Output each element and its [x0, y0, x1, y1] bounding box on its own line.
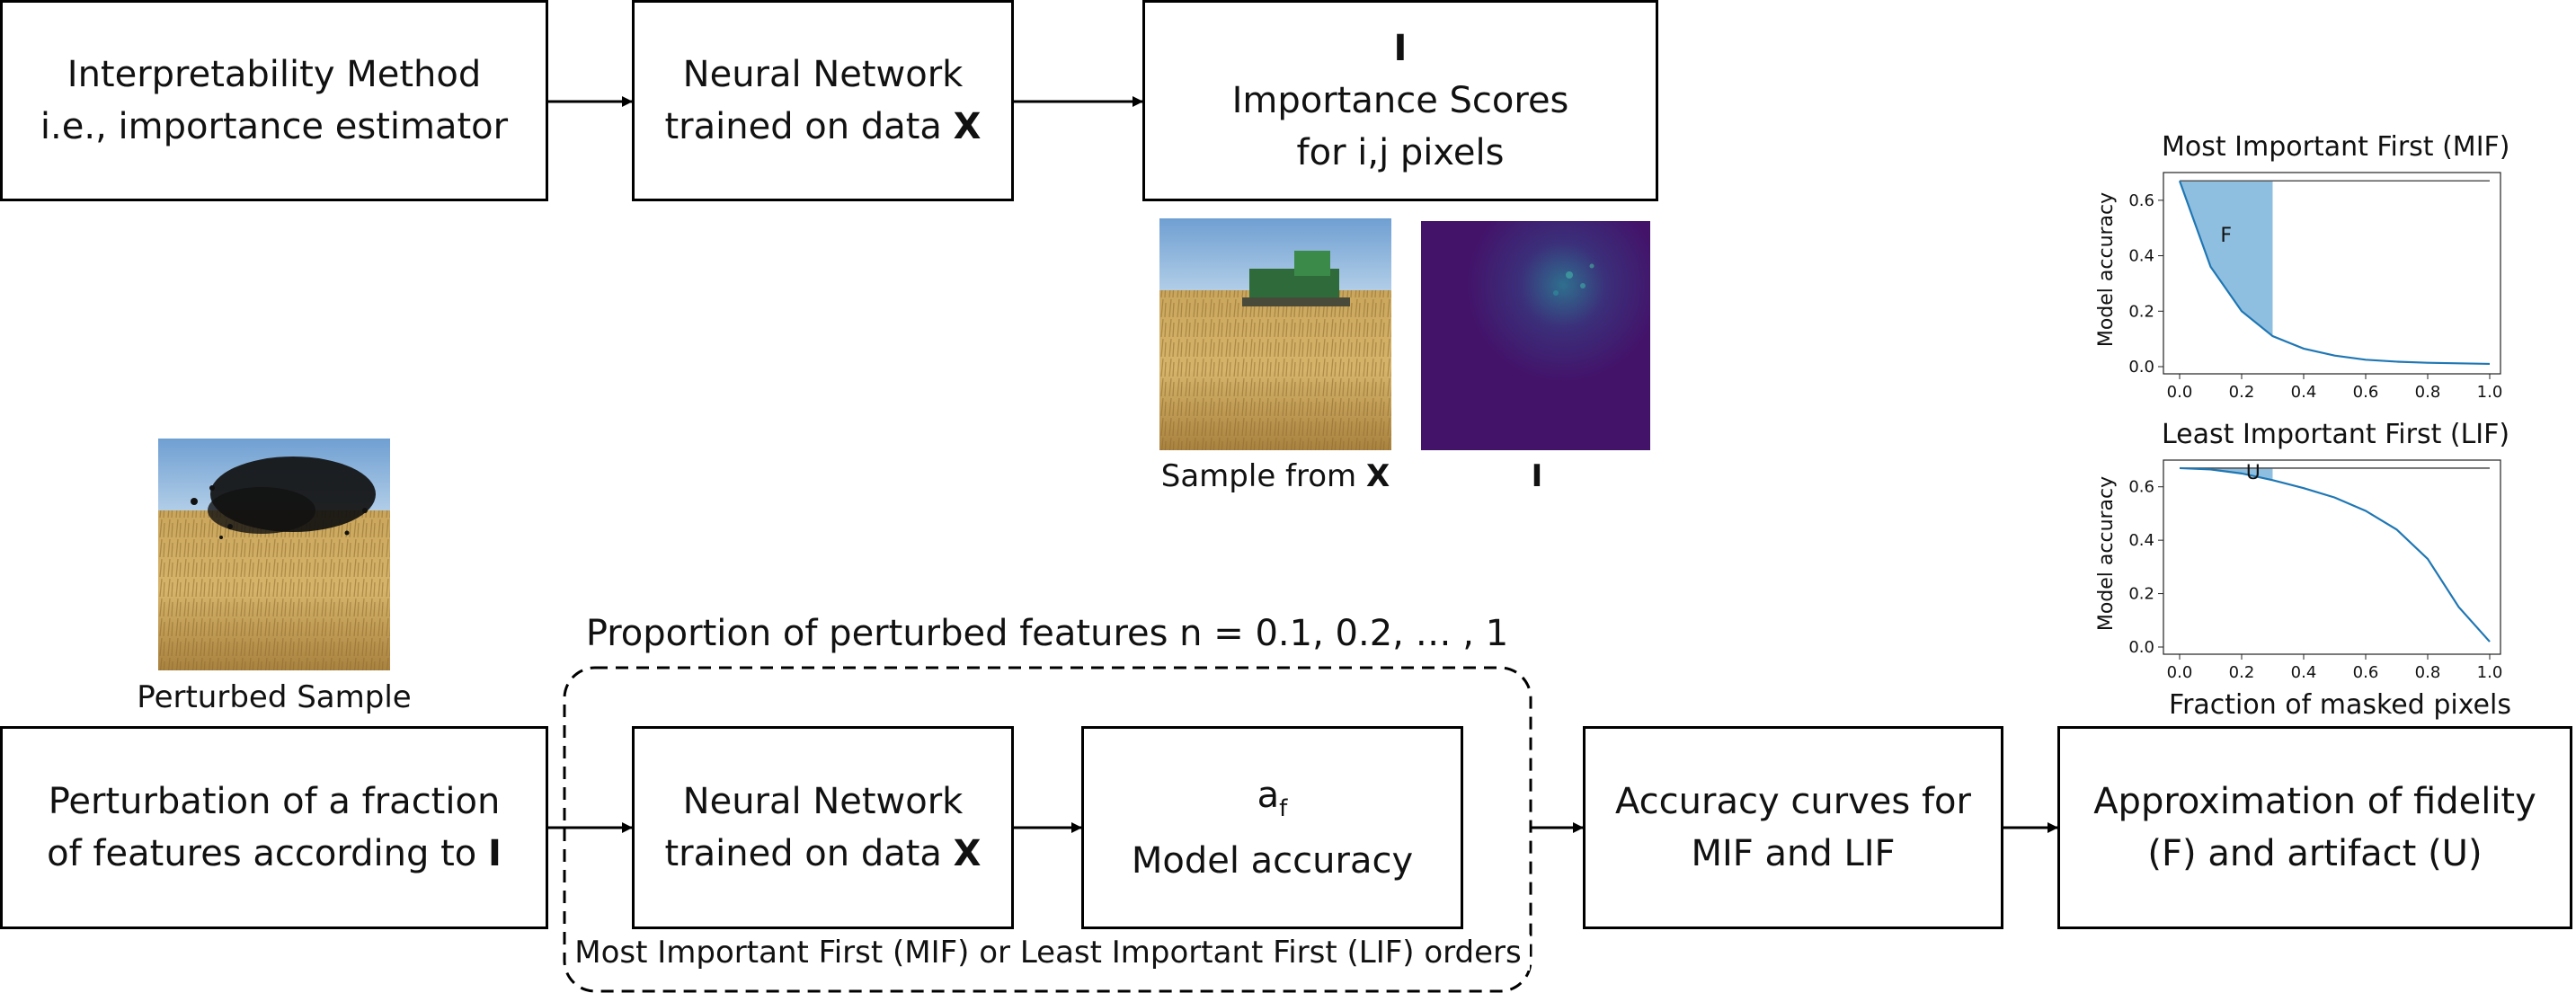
y-tick-label: 0.4: [2128, 247, 2154, 266]
neural-network-top-box: Neural Network trained on data X: [632, 0, 1014, 201]
perturbed-wheat-illustration: [158, 439, 390, 670]
box-text: trained on data: [664, 106, 954, 147]
accuracy-symbol: af: [1257, 774, 1288, 822]
fidelity-box: Approximation of fidelity (F) and artifa…: [2057, 726, 2572, 929]
mif-chart: F 0.0 0.2 0.4 0.6 0.8 1.0 0.0 0.2 0.4 0.6 Model acc…: [2095, 172, 2502, 402]
caption-text: Sample from: [1160, 458, 1366, 494]
wheat-field-illustration: [1159, 218, 1391, 450]
perturbed-sample-caption: Perturbed Sample: [137, 679, 412, 715]
box-line: MIF and LIF: [1691, 833, 1896, 874]
accuracy-curve: [2178, 180, 2491, 366]
lif-chart-title: Least Important First (LIF): [2162, 419, 2510, 450]
box-line: Accuracy curves for: [1615, 781, 1971, 822]
x-tick-label: 0.2: [2229, 663, 2255, 682]
y-tick-label: 0.4: [2128, 531, 2154, 550]
perturbation-box: Perturbation of a fraction of features a…: [0, 726, 548, 929]
accuracy-curve: [2179, 466, 2491, 643]
box-text: trained on data: [664, 833, 954, 874]
x-tick-label: 0.2: [2229, 383, 2255, 402]
box-line: Interpretability Method: [67, 54, 482, 95]
sample-image: [1159, 218, 1391, 450]
model-accuracy-box: af Model accuracy: [1081, 726, 1463, 929]
lif-chart-xlabel: Fraction of masked pixels: [2169, 689, 2511, 721]
importance-heatmap-illustration: [1421, 221, 1650, 450]
interpretability-method-box: Interpretability Method i.e., importance…: [0, 0, 548, 201]
box-line: (F) and artifact (U): [2147, 833, 2483, 874]
box-line: Neural Network: [682, 54, 964, 95]
data-symbol: X: [953, 833, 982, 874]
box-line: Model accuracy: [1131, 839, 1414, 882]
loop-order-label: Most Important First (MIF) or Least Impo…: [566, 935, 1530, 971]
importance-scores-box: I Importance Scores for i,j pixels: [1142, 0, 1658, 201]
x-tick-label: 0.8: [2415, 663, 2441, 682]
y-tick-label: 0.2: [2128, 585, 2154, 604]
y-tick-label: 0.6: [2128, 191, 2154, 210]
box-line: trained on data X: [664, 828, 981, 880]
shaded-region: [2180, 467, 2273, 481]
importance-map-image: [1421, 221, 1650, 450]
importance-symbol: I: [1531, 458, 1543, 494]
box-line: for i,j pixels: [1296, 132, 1505, 173]
y-tick-label: 0.2: [2128, 302, 2154, 321]
x-tick-label: 0.8: [2415, 383, 2441, 402]
x-tick-label: 0.4: [2291, 383, 2317, 402]
loop-boundary: [563, 666, 1532, 993]
box-line: trained on data X: [664, 101, 981, 153]
importance-symbol: I: [1393, 28, 1408, 69]
y-tick-label: 0.6: [2128, 478, 2154, 497]
y-axis-label: Model accuracy: [2095, 476, 2118, 631]
data-symbol: X: [953, 106, 982, 147]
mif-chart-title: Most Important First (MIF): [2162, 131, 2510, 163]
x-tick-label: 1.0: [2477, 663, 2503, 682]
x-tick-label: 0.6: [2353, 383, 2379, 402]
plot-frame: [2163, 459, 2501, 655]
region-label: F: [2220, 225, 2232, 247]
box-line: Approximation of fidelity: [2093, 781, 2536, 822]
x-tick-label: 0.6: [2353, 663, 2379, 682]
y-tick-label: 0.0: [2128, 638, 2154, 657]
importance-symbol: I: [487, 833, 502, 874]
box-line: Perturbation of a fraction: [48, 781, 501, 822]
plot-frame: [2163, 172, 2501, 375]
neural-network-bottom-box: Neural Network trained on data X: [632, 726, 1014, 929]
box-line: of features according to I: [47, 828, 502, 880]
accuracy-curves-box: Accuracy curves for MIF and LIF: [1583, 726, 2003, 929]
perturbed-sample-image: [158, 439, 390, 670]
shaded-region: [2180, 181, 2273, 337]
box-line: Importance Scores: [1231, 80, 1569, 121]
region-label: U: [2246, 462, 2261, 484]
x-tick-label: 0.4: [2291, 663, 2317, 682]
importance-caption: I: [1510, 458, 1564, 494]
box-line: Neural Network: [682, 781, 964, 822]
x-tick-label: 1.0: [2477, 383, 2503, 402]
loop-proportion-label: Proportion of perturbed features n = 0.1…: [539, 613, 1555, 654]
lif-chart: U 0.0 0.2 0.4 0.6 0.8 1.0 0.0 0.2 0.4 0.6 Model acc…: [2095, 459, 2502, 682]
x-tick-label: 0.0: [2167, 383, 2193, 402]
x-tick-label: 0.0: [2167, 663, 2193, 682]
sample-caption: Sample from X: [1141, 458, 1409, 494]
box-text: of features according to: [47, 833, 488, 874]
y-tick-label: 0.0: [2128, 358, 2154, 377]
y-axis-label: Model accuracy: [2095, 192, 2118, 347]
box-line: i.e., importance estimator: [40, 106, 509, 147]
data-symbol: X: [1366, 458, 1390, 494]
